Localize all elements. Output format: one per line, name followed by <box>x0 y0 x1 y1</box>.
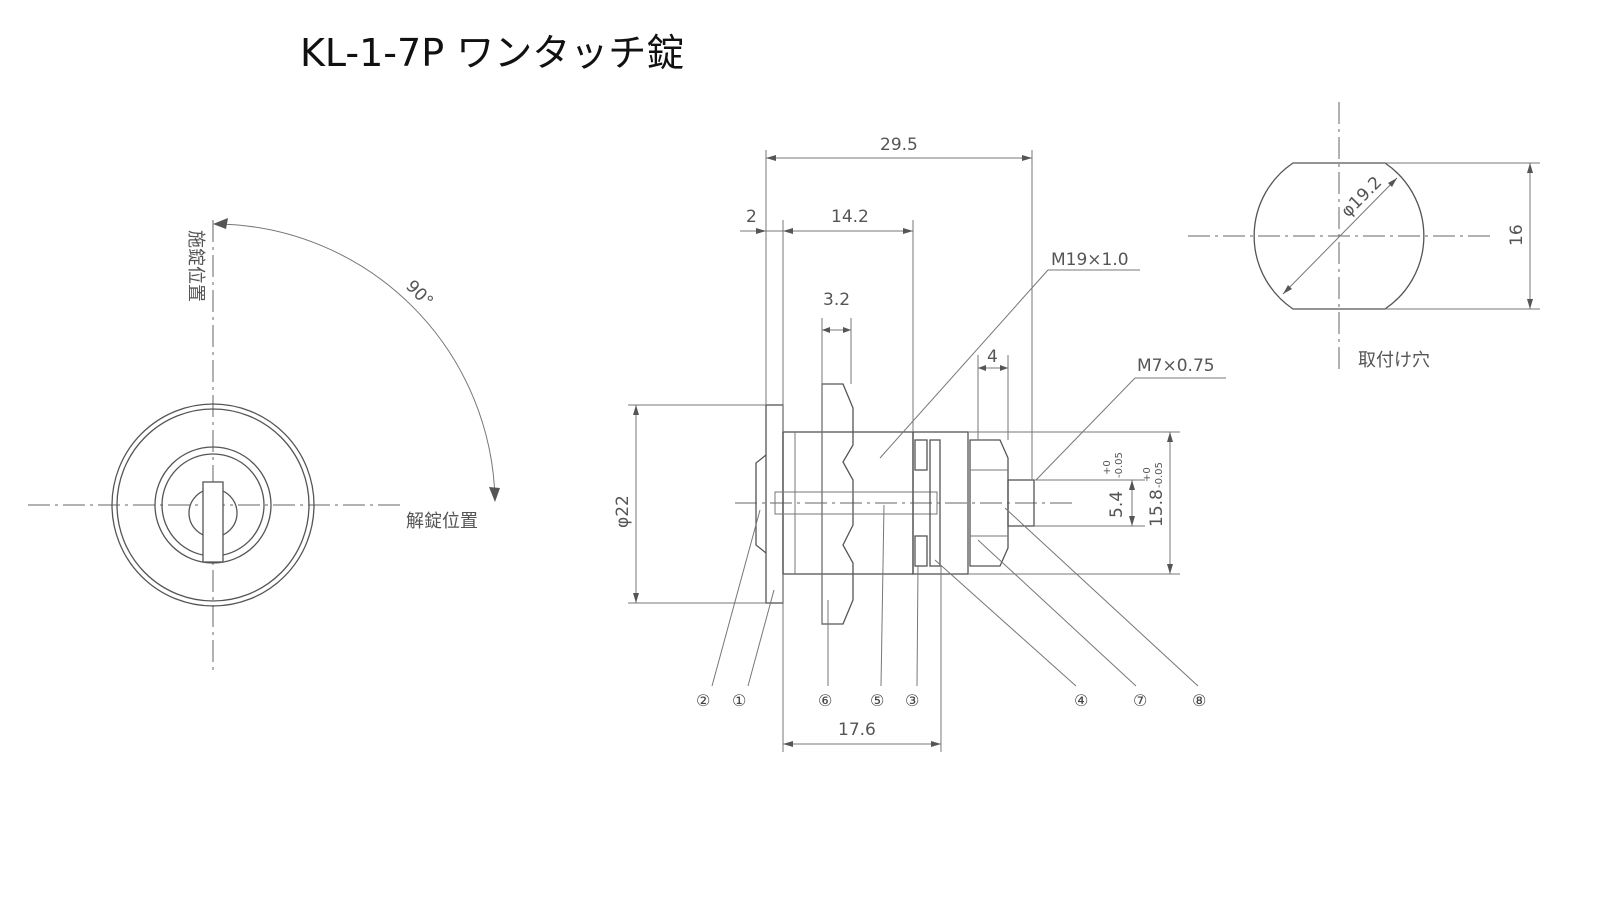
arrowhead <box>1129 480 1135 490</box>
arrowhead <box>633 405 639 415</box>
cam-plate <box>929 439 941 567</box>
arrowhead <box>756 228 766 234</box>
arrowhead <box>783 228 793 234</box>
arrowhead <box>1167 564 1173 574</box>
shaft <box>774 491 938 515</box>
thread-main-label: M19×1.0 <box>1051 250 1129 270</box>
leader-part-3 <box>916 564 919 687</box>
thread-end <box>1007 479 1035 527</box>
part-number: ⑧ <box>1192 691 1206 710</box>
cam-slot-top <box>914 439 928 471</box>
hole-width-label: 16 <box>1507 224 1527 246</box>
cylinder-face <box>755 454 767 554</box>
dim-shaft-tol-plus: +0 <box>1102 460 1113 475</box>
side-view: 29.5 2 14.2 3.2 4 17.6 φ22 5.4 +0 -0.05 … <box>613 135 1226 752</box>
page-title: KL-1-7P ワンタッチ錠 <box>300 31 685 75</box>
arc-arrow-top <box>213 218 228 229</box>
dim-nut-label: 3.2 <box>823 290 850 310</box>
part-number: ④ <box>1074 691 1088 710</box>
dim-shaft-label: 5.4 <box>1107 491 1127 518</box>
hole-diameter-line <box>1282 177 1398 295</box>
dim-cam-label: 15.8 <box>1147 489 1167 527</box>
arc-arrow-right <box>489 487 500 502</box>
arrowhead <box>766 155 776 161</box>
arrowhead <box>1000 365 1008 371</box>
arrowhead <box>843 327 851 333</box>
arrowhead <box>1388 178 1397 187</box>
leader-part-5 <box>880 504 885 687</box>
front-view: 施錠位置 解錠位置 90° <box>28 218 500 670</box>
mount-hole-label: 取付け穴 <box>1358 350 1430 371</box>
cam-slot-bottom <box>914 535 928 567</box>
front-flange-circle <box>116 408 310 602</box>
dim-cam-tol-minus: -0.05 <box>1154 462 1165 488</box>
leader-part-2 <box>711 509 761 687</box>
dim-thread-label: 4 <box>987 347 998 367</box>
dim-cam-tol-plus: +0 <box>1142 467 1153 482</box>
dim-total-label: 29.5 <box>880 135 918 155</box>
angle-label: 90° <box>401 276 436 311</box>
part-number: ① <box>732 691 746 710</box>
key-slot <box>202 481 224 563</box>
part-number: ③ <box>905 691 919 710</box>
small-nut <box>969 439 1009 567</box>
part-number: ⑤ <box>870 691 884 710</box>
leader-part-7 <box>977 539 1137 687</box>
arrowhead <box>633 593 639 603</box>
mount-hole-view: φ19.2 16 取付け穴 <box>1188 102 1540 371</box>
arrowhead <box>783 741 793 747</box>
dim-body-label: 14.2 <box>831 207 869 227</box>
arrowhead <box>903 228 913 234</box>
arrowhead <box>1022 155 1032 161</box>
lock-position-label: 施錠位置 <box>185 230 206 302</box>
arrowhead <box>1283 285 1292 294</box>
hex-nut <box>821 383 854 625</box>
arrowhead <box>931 741 941 747</box>
dim-flange-label: 2 <box>746 207 757 227</box>
part-number: ② <box>696 691 710 710</box>
front-cylinder-circle <box>154 446 272 564</box>
front-outer-circle <box>111 403 315 607</box>
arrowhead <box>1167 432 1173 442</box>
leader-part-1 <box>747 589 775 687</box>
thread-small-label: M7×0.75 <box>1137 356 1215 376</box>
arrowhead <box>822 327 830 333</box>
arrowhead <box>978 365 986 371</box>
leader-part-4 <box>934 559 1077 687</box>
leader-part-8 <box>1004 507 1199 687</box>
dim-bottom-label: 17.6 <box>838 720 876 740</box>
arrowhead <box>1527 163 1533 173</box>
part-number: ⑦ <box>1133 691 1147 710</box>
dim-shaft-tol-minus: -0.05 <box>1114 452 1125 478</box>
unlock-position-label: 解錠位置 <box>406 511 478 532</box>
dim-diameter-label: φ22 <box>613 495 633 528</box>
arrowhead <box>1129 516 1135 526</box>
rotation-arc <box>217 223 496 501</box>
leader-m7 <box>1035 377 1136 481</box>
arrowhead <box>1527 299 1533 309</box>
part-number: ⑥ <box>818 691 832 710</box>
leader-m19 <box>879 269 1049 459</box>
